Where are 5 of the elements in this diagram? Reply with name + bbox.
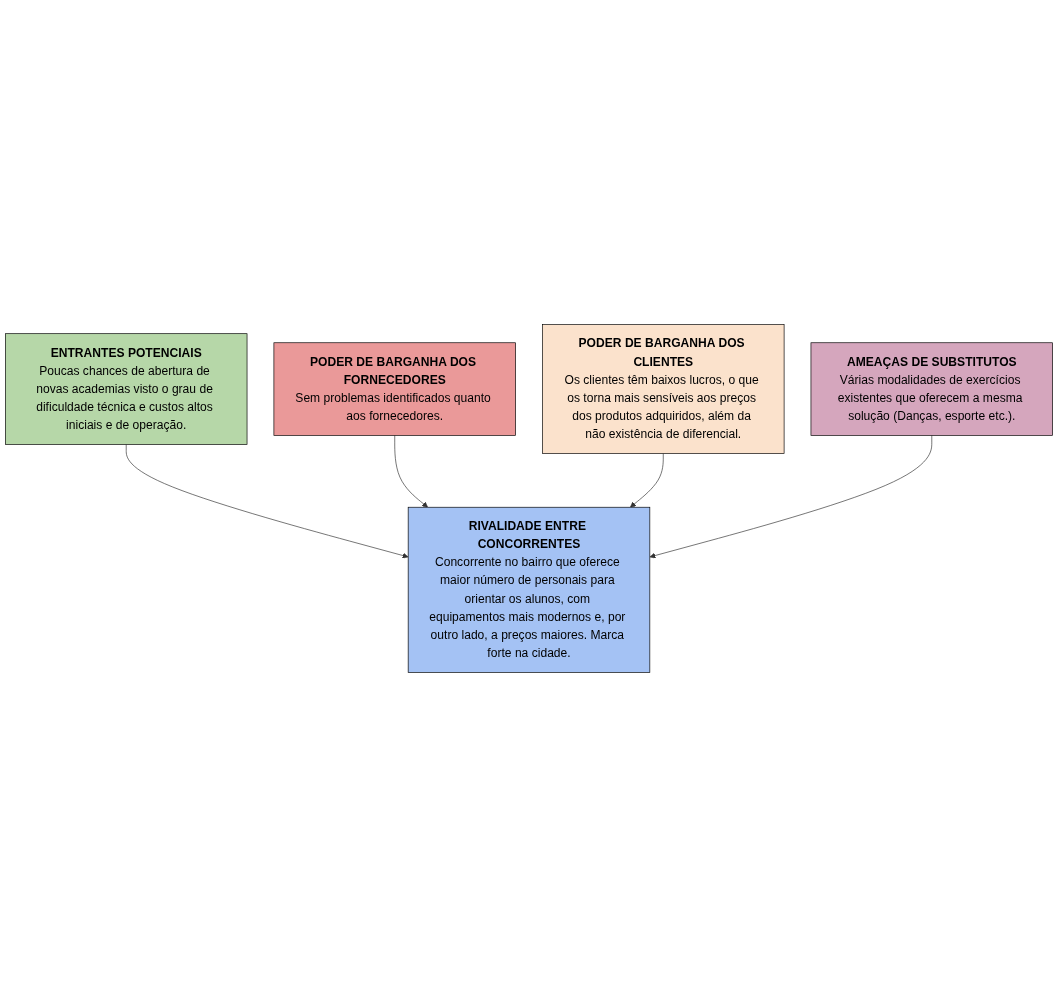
node-box: RIVALIDADE ENTRE CONCORRENTES Concorrente no bairro que oferece maior número de personais para orientar os alunos, com equipamentos mais modernos e, por outro lado, a preços maiores. Marca forte na cidade. bbox=[407, 506, 651, 673]
node-box: AMEAÇAS DE SUBSTITUTOS Várias modalidades de exercícios existentes que oferecem a mesma solução (Danças, esporte etc.). bbox=[810, 342, 1053, 436]
node-box: PODER DE BARGANHA DOS FORNECEDORES Sem problemas identificados quanto aos fornecedores. bbox=[273, 342, 516, 436]
node-box: PODER DE BARGANHA DOS CLIENTES Os clientes têm baixos lucros, o que os torna mais sensíveis aos preços dos produtos adquiridos, além da não existência de diferencial. bbox=[542, 324, 785, 454]
node-box: ENTRANTES POTENCIAIS Poucas chances de abertura de novas academias visto o grau de dificuldade técnica e custos altos iniciais e de operação. bbox=[5, 333, 248, 445]
